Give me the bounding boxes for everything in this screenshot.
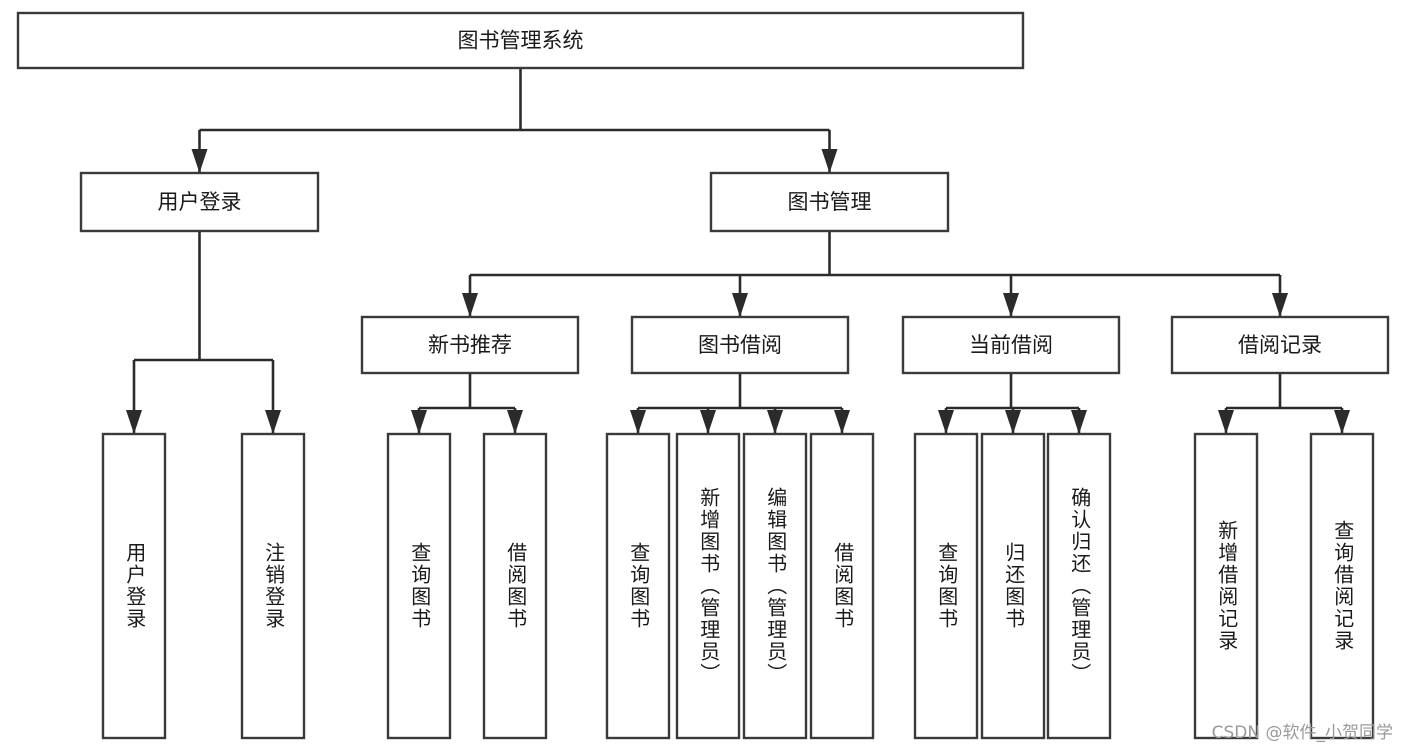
- node-label-new-book-recommend: 新书推荐: [428, 333, 512, 357]
- arrow-head-icon: [821, 149, 838, 173]
- node-box-leaf-confirm-return[interactable]: [1046, 432, 1112, 740]
- node-box-leaf-query-book-3[interactable]: [913, 432, 979, 740]
- arrow-head-icon: [1071, 410, 1087, 434]
- arrow-head-icon: [462, 293, 478, 317]
- arrow-head-icon: [630, 410, 646, 434]
- node-box-layer: [16, 11, 1390, 740]
- arrow-head-icon: [1003, 293, 1019, 317]
- arrow-head-icon: [507, 410, 523, 434]
- arrow-head-icon: [265, 410, 281, 434]
- arrow-head-icon: [411, 410, 427, 434]
- node-label-user-login: 用户登录: [158, 190, 242, 214]
- node-box-leaf-borrow-book-1[interactable]: [482, 432, 548, 740]
- arrow-head-icon: [191, 149, 208, 173]
- arrow-head-icon: [1218, 410, 1234, 434]
- node-box-user-login[interactable]: [79, 171, 320, 233]
- arrow-head-icon: [938, 410, 954, 434]
- node-box-borrow-record[interactable]: [1170, 315, 1390, 375]
- node-box-leaf-add-record[interactable]: [1193, 432, 1259, 740]
- node-label-borrow-record: 借阅记录: [1238, 333, 1322, 357]
- node-box-leaf-edit-book[interactable]: [742, 432, 808, 740]
- arrow-head-icon: [1334, 410, 1350, 434]
- arrow-head-icon: [732, 293, 748, 317]
- arrow-head-icon: [700, 410, 716, 434]
- arrow-head-icon: [767, 410, 783, 434]
- node-label-current-borrow: 当前借阅: [969, 333, 1053, 357]
- node-box-leaf-borrow-book-2[interactable]: [809, 432, 875, 740]
- node-box-book-borrow[interactable]: [630, 315, 850, 375]
- node-label-book-borrow: 图书借阅: [698, 333, 782, 357]
- node-box-root[interactable]: [16, 11, 1025, 70]
- node-box-leaf-return-book[interactable]: [980, 432, 1046, 740]
- node-box-leaf-user-logout[interactable]: [240, 432, 306, 740]
- node-label-book-manage: 图书管理: [788, 190, 872, 214]
- node-box-leaf-query-book-1[interactable]: [386, 432, 452, 740]
- node-box-new-book-recommend[interactable]: [360, 315, 580, 375]
- node-box-book-manage[interactable]: [709, 171, 950, 233]
- connector-layer: [126, 68, 1350, 434]
- arrow-head-icon: [126, 410, 142, 434]
- node-label-root: 图书管理系统: [458, 29, 584, 53]
- arrow-head-icon: [1005, 410, 1021, 434]
- node-box-leaf-query-record[interactable]: [1309, 432, 1375, 740]
- node-box-leaf-query-book-2[interactable]: [605, 432, 671, 740]
- arrow-head-icon: [834, 410, 850, 434]
- node-box-leaf-add-book[interactable]: [675, 432, 741, 740]
- node-box-leaf-user-login[interactable]: [101, 432, 167, 740]
- arrow-head-icon: [1272, 293, 1288, 317]
- node-box-current-borrow[interactable]: [901, 315, 1121, 375]
